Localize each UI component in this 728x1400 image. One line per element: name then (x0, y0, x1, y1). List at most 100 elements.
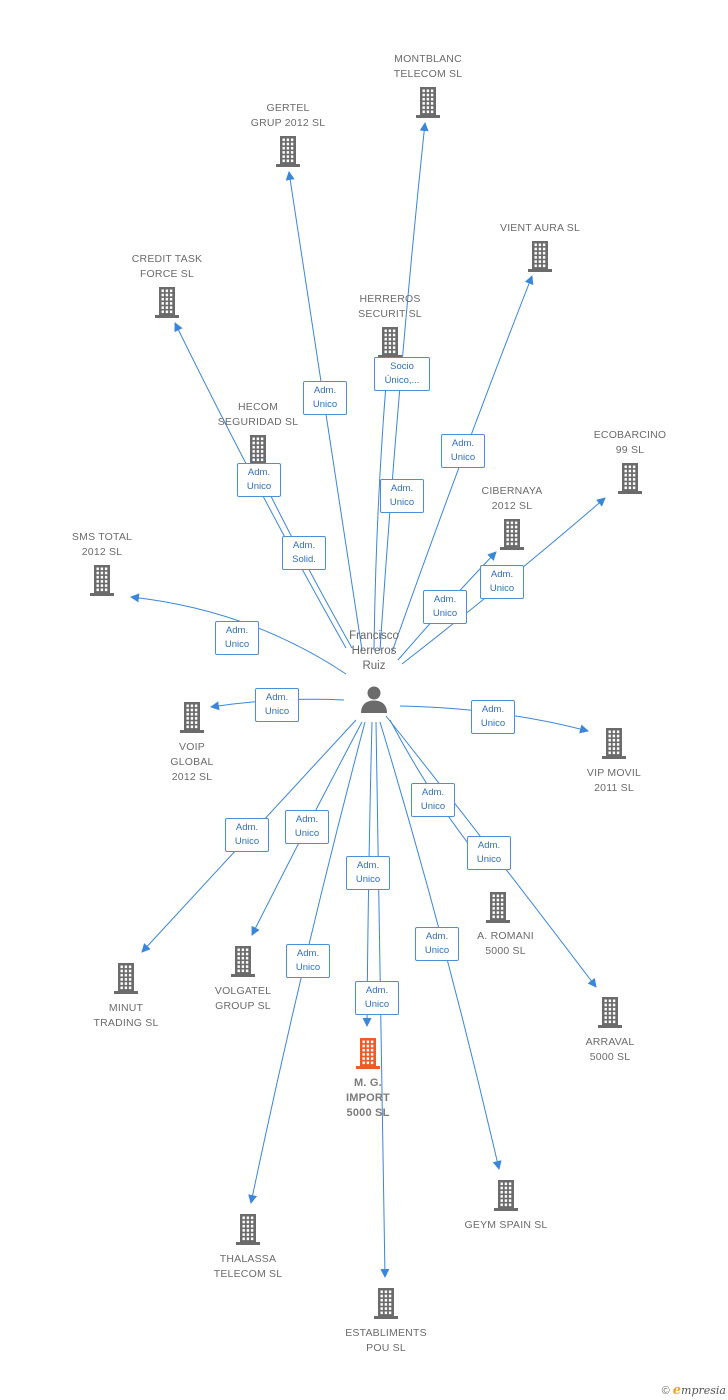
role-label-line: Unico (246, 481, 272, 492)
company-name-line: 2012 SL (81, 546, 123, 558)
person-name-line-1: Francisco (349, 630, 399, 642)
company-name-line: IMPORT (346, 1092, 390, 1104)
role-label-sms-total[interactable]: Adm. Unico (215, 621, 259, 655)
role-label-line: Unico (264, 706, 290, 717)
role-label-a-romani[interactable]: Adm.Unico (467, 836, 511, 870)
role-label-line: Unico (364, 999, 390, 1010)
company-node-vient-aura[interactable]: VIENT AURA SL (475, 221, 605, 273)
company-name-line: TRADING SL (93, 1017, 159, 1029)
role-label-minut[interactable]: Adm.Unico (225, 818, 269, 852)
company-node-cibernaya[interactable]: CIBERNAYA 2012 SL (447, 484, 577, 551)
company-name: CIBERNAYA 2012 SL (447, 484, 577, 514)
building-icon (500, 519, 524, 550)
person-name-line-3: Ruiz (362, 660, 386, 672)
building-icon (246, 435, 270, 466)
company-node-mg-import[interactable]: M. G. IMPORT 5000 SL (303, 1036, 433, 1121)
building-icon (528, 241, 552, 272)
role-label-line: Adm. (365, 985, 389, 996)
company-node-sms-total[interactable]: SMS TOTAL 2012 SL (37, 530, 167, 597)
company-name-line: 2012 SL (171, 771, 213, 783)
company-name-line: 2012 SL (491, 500, 533, 512)
company-name-line: A. ROMANI (477, 930, 534, 942)
building-icon (486, 892, 510, 923)
role-label-line: Unico (294, 828, 320, 839)
company-name-line: THALASSA (219, 1253, 277, 1265)
role-label-line: Adm. (225, 625, 249, 636)
company-node-geym-spain[interactable]: GEYM SPAIN SL (441, 1178, 571, 1233)
role-label-line: Único,... (384, 375, 420, 386)
role-label-vient-aura[interactable]: Adm.Unico (441, 434, 485, 468)
brand-logo-rest: mpresia (681, 1384, 726, 1397)
role-label-line: Adm. (247, 467, 271, 478)
company-node-gertel[interactable]: GERTEL GRUP 2012 SL (223, 101, 353, 168)
company-name: GEYM SPAIN SL (441, 1218, 571, 1233)
role-label-volgatel[interactable]: Adm. Unico (285, 810, 329, 844)
company-name-line: 99 SL (615, 444, 645, 456)
role-label-montblanc[interactable]: Adm.Unico (380, 479, 424, 513)
role-label-establiments[interactable]: Adm. Unico (355, 981, 399, 1015)
company-name-line: CIBERNAYA (481, 485, 543, 497)
company-node-arraval[interactable]: ARRAVAL 5000 SL (545, 995, 675, 1065)
company-name-line: 5000 SL (346, 1107, 390, 1119)
company-node-thalassa[interactable]: THALASSA TELECOM SL (183, 1212, 313, 1282)
role-label-line: Adm. (296, 948, 320, 959)
company-name-line: 5000 SL (589, 1051, 631, 1063)
company-name-line: SMS TOTAL (71, 531, 133, 543)
role-label-thalassa[interactable]: Adm.Unico (286, 944, 330, 978)
role-label-line: Adm. (295, 814, 319, 825)
role-label-gertel[interactable]: Adm.Unico (303, 381, 347, 415)
role-label-line: Adm. (451, 438, 475, 449)
company-name-line: GERTEL (266, 102, 310, 114)
role-label-geym-spain[interactable]: Adm.Unico (415, 927, 459, 961)
company-name-line: M. G. (354, 1077, 382, 1089)
role-label-credit-task[interactable]: Adm. Unico (237, 463, 281, 497)
role-label-line: Adm. (477, 840, 501, 851)
company-name: SMS TOTAL 2012 SL (37, 530, 167, 560)
person-node[interactable]: Francisco Herreros Ruiz (314, 629, 434, 714)
building-icon (494, 1180, 518, 1211)
building-icon (598, 997, 622, 1028)
role-label-line: Unico (389, 497, 415, 508)
company-name-line: ARRAVAL (585, 1036, 635, 1048)
role-label-arraval[interactable]: Adm. Unico (411, 783, 455, 817)
role-label-hecom[interactable]: Adm.Solid. (282, 536, 326, 570)
role-label-line: Solid. (292, 554, 316, 565)
company-name-line: TELECOM SL (213, 1268, 283, 1280)
company-name-line: GLOBAL (170, 756, 214, 768)
role-label-cibernaya[interactable]: Adm.Unico (423, 590, 467, 624)
role-label-ecobarcino[interactable]: Adm.Unico (480, 565, 524, 599)
company-name-line: GRUP 2012 SL (250, 117, 326, 129)
company-name-line: HERREROS (359, 293, 421, 305)
brand-logo: empresia (673, 1383, 726, 1398)
role-label-line: Unico (420, 801, 446, 812)
copyright-symbol: © (661, 1385, 670, 1397)
role-label-line: Unico (489, 583, 515, 594)
company-name-line: MINUT (108, 1002, 144, 1014)
company-name: MINUT TRADING SL (61, 1001, 191, 1031)
company-name: VIENT AURA SL (475, 221, 605, 236)
role-label-line: Unico (224, 639, 250, 650)
company-node-minut[interactable]: MINUT TRADING SL (61, 961, 191, 1031)
role-label-mg-import[interactable]: Adm.Unico (346, 856, 390, 890)
person-name: Francisco Herreros Ruiz (314, 629, 434, 674)
company-name-line: VOLGATEL (214, 985, 272, 997)
role-label-vip-movil[interactable]: Adm.Unico (471, 700, 515, 734)
role-label-voip-global[interactable]: Adm.Unico (255, 688, 299, 722)
role-label-line: Adm. (421, 787, 445, 798)
company-name-line: VIP MOVIL (586, 767, 642, 779)
